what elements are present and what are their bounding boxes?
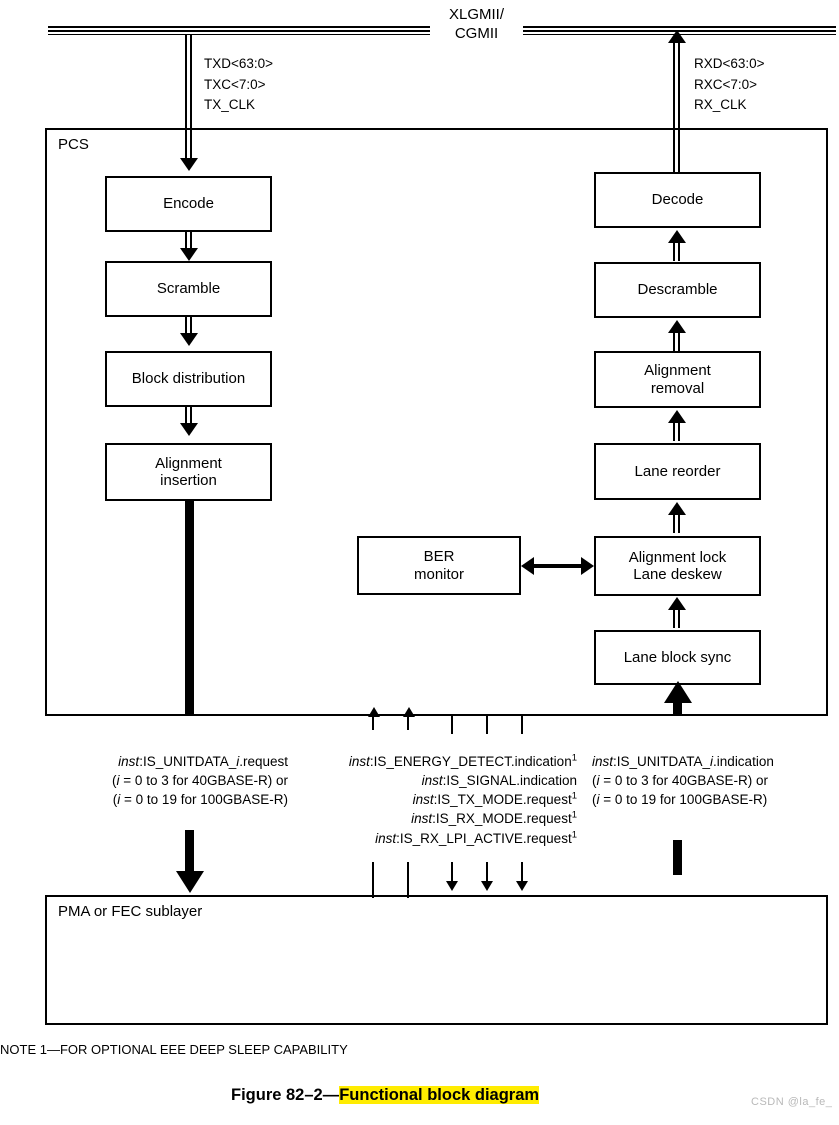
signal-arrow-signal-indication <box>403 707 415 717</box>
tx-unitdata-arrowhead <box>175 871 204 893</box>
signal-arrow-tx-mode <box>446 881 458 891</box>
primitive-rx-unitdata: inst:IS_UNITDATA_i.indication (i = 0 to … <box>592 752 774 809</box>
block-alignment-removal[interactable]: Alignment removal <box>594 351 761 408</box>
signal-line-energy-detect-lower <box>372 862 374 898</box>
figure-caption-prefix: Figure 82–2— <box>231 1086 340 1104</box>
pma-label: PMA or FEC sublayer <box>58 903 203 920</box>
primitive-tx-unitdata-line1: inst:IS_UNITDATA_i.request <box>118 754 288 769</box>
connector-descramble-to-decode <box>673 243 680 261</box>
block-ber-monitor-label: BER monitor <box>413 548 465 583</box>
block-alignment-lock-lane-deskew[interactable]: Alignment lock Lane deskew <box>594 536 761 596</box>
signal-line-rx-mode-lower <box>486 862 488 882</box>
arrow-encode-to-scramble <box>179 248 198 261</box>
interface-name-label: XLGMII/ CGMII <box>448 6 504 42</box>
primitive-control-list: inst:IS_ENERGY_DETECT.indication1 inst:I… <box>210 752 577 848</box>
connector-lanereorder-to-alignremoval <box>673 423 680 441</box>
connector-laneblocksync-to-alignlock <box>673 610 680 628</box>
pcs-label: PCS <box>58 136 89 153</box>
primitive-tx-unitdata: inst:IS_UNITDATA_i.request (i = 0 to 3 f… <box>40 752 288 809</box>
rx-bus-arrowhead <box>667 30 686 43</box>
primitive-tx-mode: inst:IS_TX_MODE.request1 <box>412 790 577 808</box>
block-decode-label: Decode <box>651 191 704 209</box>
signal-arrow-energy-detect <box>368 707 380 717</box>
primitive-rx-unitdata-line2: (i = 0 to 3 for 40GBASE-R) or <box>592 773 768 789</box>
block-encode[interactable]: Encode <box>105 176 272 232</box>
block-scramble-label: Scramble <box>156 280 221 298</box>
tx-bus-connector <box>185 34 192 160</box>
block-descramble[interactable]: Descramble <box>594 262 761 318</box>
figure-caption-title: Functional block diagram <box>339 1086 540 1104</box>
signal-line-rx-mode <box>486 716 488 734</box>
block-alignment-removal-label: Alignment removal <box>644 362 711 397</box>
pma-container <box>45 895 828 1025</box>
rx-bus-label: RXD<63:0> RXC<7:0> RX_CLK <box>694 56 765 113</box>
signal-line-signal-indication <box>407 716 409 730</box>
pcs-container <box>45 128 828 716</box>
block-decode[interactable]: Decode <box>594 172 761 228</box>
watermark: CSDN @la_fe_ <box>751 1096 833 1108</box>
ber-link-arrow-right <box>581 557 594 575</box>
arrow-lanereorder-to-alignremoval <box>667 410 686 423</box>
block-encode-label: Encode <box>163 195 214 213</box>
block-block-distribution-label: Block distribution <box>131 370 246 388</box>
tx-unitdata-bus-upper <box>185 501 194 716</box>
signal-line-tx-mode-lower <box>451 862 453 882</box>
block-lane-reorder-label: Lane reorder <box>634 462 721 480</box>
signal-arrow-rx-mode <box>481 881 493 891</box>
block-scramble[interactable]: Scramble <box>105 261 272 317</box>
arrow-alignremoval-to-descramble <box>667 320 686 333</box>
signal-line-rx-lpi-active-lower <box>521 862 523 882</box>
rx-bus-connector <box>673 42 680 172</box>
connector-encode-to-scramble <box>185 232 192 252</box>
rx-unitdata-arrowhead-upper <box>663 681 692 703</box>
figure-note: NOTE 1—FOR OPTIONAL EEE DEEP SLEEP CAPAB… <box>0 1042 348 1057</box>
primitive-rx-mode: inst:IS_RX_MODE.request1 <box>411 809 577 827</box>
block-alignment-insertion-label: Alignment insertion <box>155 454 222 489</box>
tx-bus-arrowhead <box>179 158 198 171</box>
primitive-rx-lpi-active: inst:IS_RX_LPI_ACTIVE.request1 <box>375 829 577 846</box>
arrow-descramble-to-decode <box>667 230 686 243</box>
primitive-rx-unitdata-line3: (i = 0 to 19 for 100GBASE-R) <box>592 792 768 808</box>
arrow-scramble-to-blockdist <box>179 333 198 346</box>
rx-unitdata-bus-lower <box>673 840 682 875</box>
signal-line-energy-detect <box>372 716 374 730</box>
connector-alignremoval-to-descramble <box>673 333 680 351</box>
ber-link-line <box>527 564 587 568</box>
connector-alignlock-to-lanereorder <box>673 515 680 533</box>
signal-arrow-rx-lpi-active <box>516 881 528 891</box>
signal-line-rx-lpi-active <box>521 716 523 734</box>
tx-bus-label: TXD<63:0> TXC<7:0> TX_CLK <box>204 56 274 113</box>
block-lane-block-sync[interactable]: Lane block sync <box>594 630 761 685</box>
block-lane-block-sync-label: Lane block sync <box>623 648 732 666</box>
block-descramble-label: Descramble <box>637 281 718 299</box>
figure-caption: Figure 82–2—Functional block diagram <box>231 1086 540 1105</box>
arrow-blockdist-to-aligninsert <box>179 423 198 436</box>
primitive-energy-detect: inst:IS_ENERGY_DETECT.indication1 <box>348 752 577 769</box>
block-ber-monitor[interactable]: BER monitor <box>357 536 521 595</box>
block-alignment-insertion[interactable]: Alignment insertion <box>105 443 272 501</box>
ber-link-arrow-left <box>521 557 534 575</box>
primitive-signal-indication: inst:IS_SIGNAL.indication <box>421 773 577 789</box>
signal-line-tx-mode <box>451 716 453 734</box>
block-lane-reorder[interactable]: Lane reorder <box>594 443 761 500</box>
block-alignment-lock-lane-deskew-label: Alignment lock Lane deskew <box>628 548 727 583</box>
connector-blockdist-to-aligninsert <box>185 407 192 427</box>
primitive-tx-unitdata-line2: (i = 0 to 3 for 40GBASE-R) or <box>112 773 288 789</box>
connector-scramble-to-blockdist <box>185 317 192 337</box>
tx-unitdata-bus-lower <box>185 830 194 874</box>
arrow-laneblocksync-to-alignlock <box>667 597 686 610</box>
arrow-alignlock-to-lanereorder <box>667 502 686 515</box>
block-block-distribution[interactable]: Block distribution <box>105 351 272 407</box>
signal-line-signal-indication-lower <box>407 862 409 898</box>
primitive-tx-unitdata-line3: (i = 0 to 19 for 100GBASE-R) <box>112 792 288 808</box>
xlgmii-interface-line-left <box>48 26 430 35</box>
primitive-rx-unitdata-line1: inst:IS_UNITDATA_i.indication <box>592 754 774 769</box>
rx-unitdata-bus-upper <box>673 700 682 716</box>
